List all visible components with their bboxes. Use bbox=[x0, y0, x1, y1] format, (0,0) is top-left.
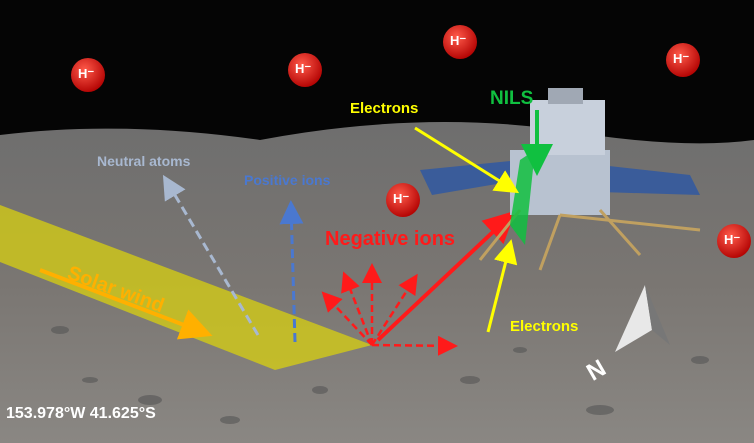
h-ions bbox=[71, 25, 751, 258]
negative-ion-dashed-arrows bbox=[321, 263, 458, 356]
positive-ions-label: Positive ions bbox=[244, 172, 331, 188]
h-ion bbox=[288, 53, 322, 87]
compass bbox=[615, 285, 670, 352]
electrons-bottom-label: Electrons bbox=[510, 318, 579, 335]
h-ion bbox=[666, 43, 700, 77]
h-ion bbox=[443, 25, 477, 59]
h-ion-label: H⁻ bbox=[450, 33, 467, 48]
h-ion-label: H⁻ bbox=[673, 51, 690, 66]
h-ion bbox=[717, 224, 751, 258]
electrons-top-label: Electrons bbox=[350, 100, 419, 117]
negative-ions-arrow bbox=[376, 210, 516, 342]
h-ion bbox=[71, 58, 105, 92]
lander bbox=[420, 88, 701, 271]
negative-ions-label: Negative ions bbox=[325, 228, 456, 250]
h-ion-label: H⁻ bbox=[724, 232, 741, 247]
coordinates-label: 153.978°W 41.625°S bbox=[6, 405, 156, 422]
electrons-bottom-arrow bbox=[486, 239, 518, 333]
h-ion bbox=[386, 183, 420, 217]
nils-label: NILS bbox=[490, 88, 534, 109]
h-ion-label: H⁻ bbox=[78, 66, 95, 81]
rocks bbox=[51, 326, 709, 424]
positive-ions-arrow bbox=[279, 200, 304, 343]
h-ion-label: H⁻ bbox=[393, 191, 410, 206]
solar-wind-arrow bbox=[39, 268, 213, 340]
solar-wind-band bbox=[0, 205, 372, 370]
h-ion-label: H⁻ bbox=[295, 61, 312, 76]
neutral-atoms-label: Neutral atoms bbox=[97, 153, 191, 169]
neutral-atoms-arrow bbox=[162, 174, 260, 336]
electrons-top-arrow bbox=[414, 126, 520, 194]
